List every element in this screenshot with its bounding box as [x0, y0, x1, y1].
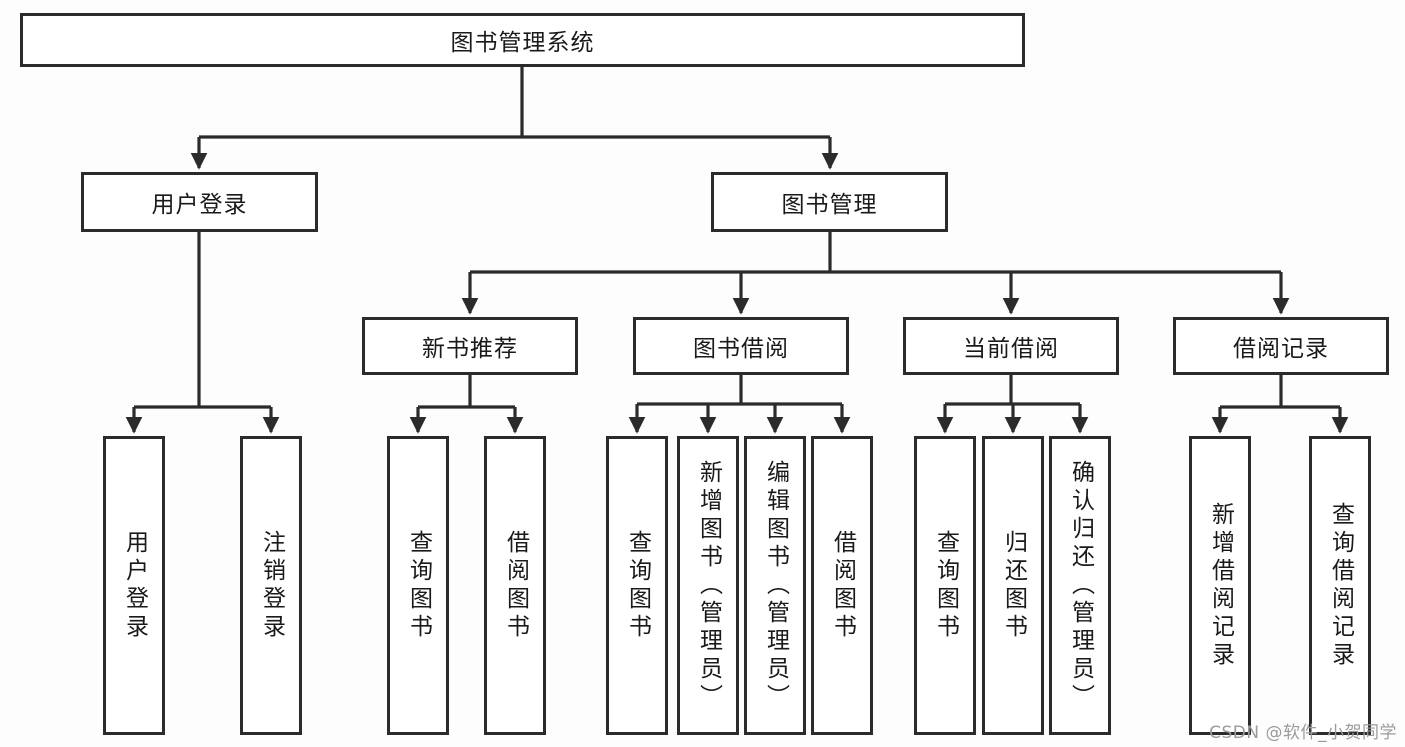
node-leaf-query-book-current-label: 查询图书	[932, 529, 959, 642]
node-leaf-logout-label: 注销登录	[258, 529, 285, 642]
node-leaf-query-book-current[interactable]: 查询图书	[914, 436, 976, 735]
node-current-borrow[interactable]: 当前借阅	[903, 317, 1119, 375]
node-leaf-borrow-book[interactable]: 借阅图书	[811, 436, 873, 735]
node-borrow-records-label: 借阅记录	[1233, 336, 1329, 362]
node-leaf-logout[interactable]: 注销登录	[240, 436, 302, 735]
node-leaf-add-book-admin-label: 新增图书（管理员）	[695, 459, 722, 712]
node-root-label: 图书管理系统	[450, 30, 595, 56]
node-leaf-query-borrow-record[interactable]: 查询借阅记录	[1309, 436, 1371, 735]
node-user-login[interactable]: 用户登录	[81, 172, 318, 232]
node-leaf-edit-book-admin[interactable]: 编辑图书（管理员）	[744, 436, 806, 735]
node-leaf-confirm-return-admin[interactable]: 确认归还（管理员）	[1049, 436, 1111, 735]
node-leaf-query-book-recommend-label: 查询图书	[405, 529, 432, 642]
node-book-management-label: 图书管理	[781, 192, 878, 218]
node-leaf-borrow-book-recommend[interactable]: 借阅图书	[484, 436, 546, 735]
node-leaf-return-book-label: 归还图书	[1000, 529, 1027, 642]
node-leaf-add-book-admin[interactable]: 新增图书（管理员）	[677, 436, 739, 735]
node-leaf-query-book-recommend[interactable]: 查询图书	[387, 436, 449, 735]
csdn-watermark: CSDN @软件_小贺同学	[1209, 723, 1397, 743]
node-leaf-add-borrow-record[interactable]: 新增借阅记录	[1189, 436, 1251, 735]
node-leaf-query-book-borrow[interactable]: 查询图书	[606, 436, 668, 735]
node-leaf-confirm-return-admin-label: 确认归还（管理员）	[1067, 459, 1094, 712]
node-new-book-recommend[interactable]: 新书推荐	[362, 317, 578, 375]
node-leaf-borrow-book-label: 借阅图书	[829, 529, 856, 642]
node-leaf-user-login-label: 用户登录	[121, 529, 148, 642]
node-leaf-return-book[interactable]: 归还图书	[982, 436, 1044, 735]
node-book-borrow[interactable]: 图书借阅	[633, 317, 849, 375]
node-leaf-add-borrow-record-label: 新增借阅记录	[1207, 501, 1234, 670]
node-root[interactable]: 图书管理系统	[20, 13, 1025, 67]
node-leaf-user-login[interactable]: 用户登录	[103, 436, 165, 735]
node-leaf-borrow-book-recommend-label: 借阅图书	[502, 529, 529, 642]
node-leaf-edit-book-admin-label: 编辑图书（管理员）	[762, 459, 789, 712]
node-new-book-recommend-label: 新书推荐	[422, 336, 518, 362]
node-leaf-query-borrow-record-label: 查询借阅记录	[1327, 501, 1354, 670]
node-book-borrow-label: 图书借阅	[693, 336, 789, 362]
node-book-management[interactable]: 图书管理	[711, 172, 948, 232]
node-borrow-records[interactable]: 借阅记录	[1173, 317, 1389, 375]
node-leaf-query-book-borrow-label: 查询图书	[624, 529, 651, 642]
node-user-login-label: 用户登录	[151, 192, 248, 218]
node-current-borrow-label: 当前借阅	[963, 336, 1059, 362]
